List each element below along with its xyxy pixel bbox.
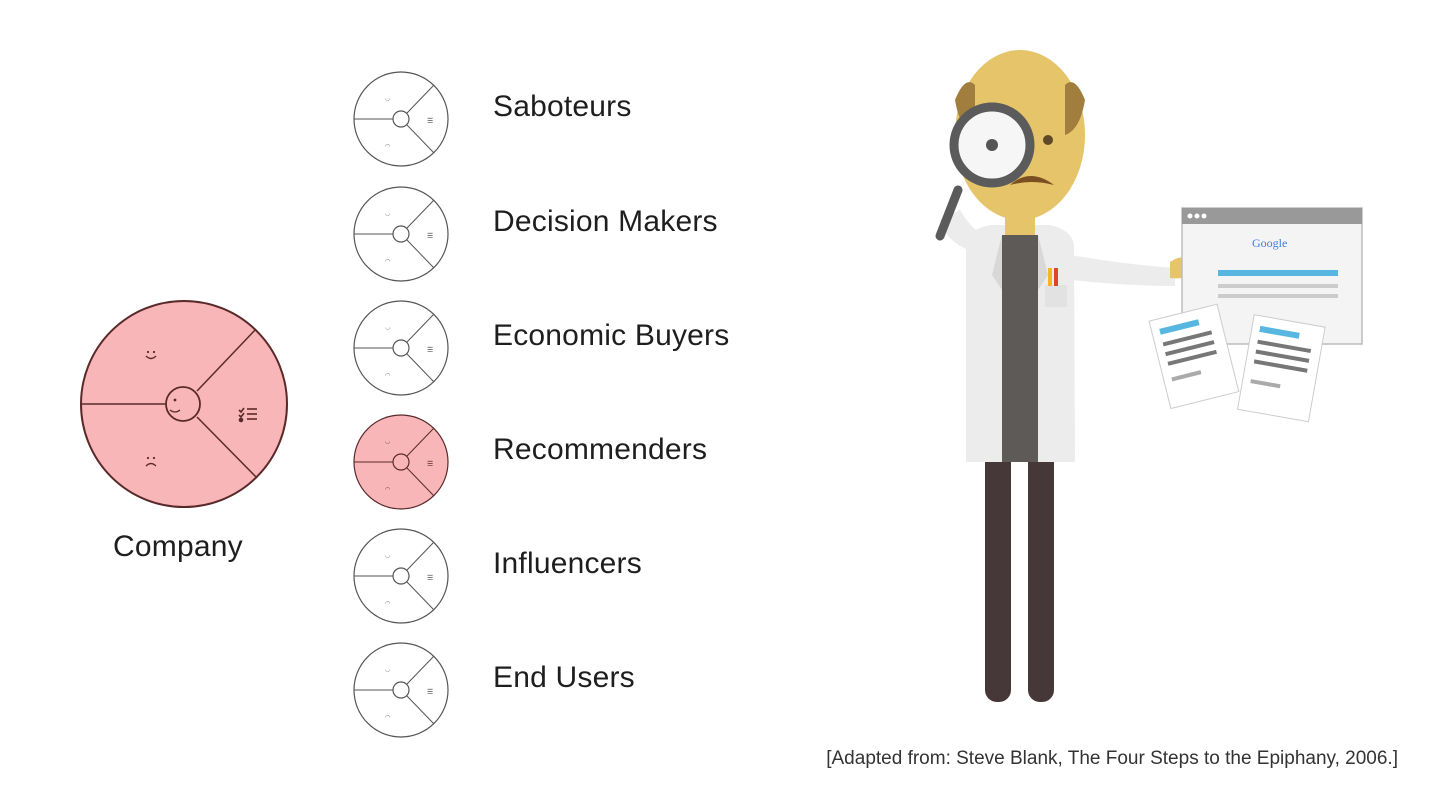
role-circle: ◡ ◠ ☰ <box>353 414 449 510</box>
role-circle: ◡ ◠ ☰ <box>353 528 449 624</box>
svg-text:◠: ◠ <box>385 601 390 607</box>
scientist-illustration: Google <box>935 50 1363 702</box>
role-circle: ◡ ◠ ☰ <box>353 642 449 738</box>
svg-text:◠: ◠ <box>385 144 390 150</box>
svg-text:◡: ◡ <box>385 96 390 102</box>
role-label: End Users <box>493 661 635 694</box>
company-label: Company <box>113 530 243 563</box>
svg-text:◡: ◡ <box>385 439 390 445</box>
frown-icon <box>145 456 157 467</box>
role-label: Recommenders <box>493 433 708 466</box>
svg-text:☰: ☰ <box>427 575 433 582</box>
role-label: Saboteurs <box>493 90 632 123</box>
svg-text:◠: ◠ <box>385 259 390 265</box>
role-circle: ◡ ◠ ☰ <box>353 71 449 167</box>
smile-icon <box>145 350 157 360</box>
svg-text:☰: ☰ <box>427 118 433 125</box>
svg-text:◠: ◠ <box>385 373 390 379</box>
role-label: Economic Buyers <box>493 319 730 352</box>
svg-text:☰: ☰ <box>427 461 433 468</box>
svg-text:☰: ☰ <box>427 689 433 696</box>
role-label: Influencers <box>493 547 642 580</box>
role-circle: ◡ ◠ ☰ <box>353 186 449 282</box>
checklist-icon <box>238 407 257 423</box>
company-circle-diagram <box>80 300 288 508</box>
svg-text:☰: ☰ <box>427 347 433 354</box>
citation: [Adapted from: Steve Blank, The Four Ste… <box>826 748 1398 769</box>
svg-text:☰: ☰ <box>427 233 433 240</box>
svg-text:◠: ◠ <box>385 715 390 721</box>
svg-text:◡: ◡ <box>385 553 390 559</box>
svg-text:◡: ◡ <box>385 667 390 673</box>
browser-brand-text: Google <box>1252 236 1287 250</box>
svg-text:◠: ◠ <box>385 487 390 493</box>
role-circle: ◡ ◠ ☰ <box>353 300 449 396</box>
role-label: Decision Makers <box>493 205 718 238</box>
svg-text:◡: ◡ <box>385 325 390 331</box>
svg-text:◡: ◡ <box>385 211 390 217</box>
